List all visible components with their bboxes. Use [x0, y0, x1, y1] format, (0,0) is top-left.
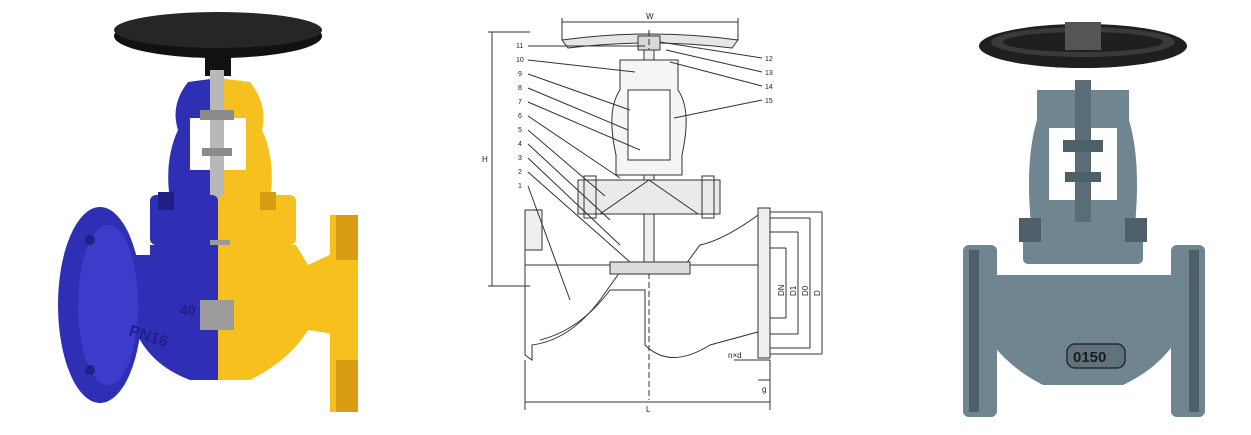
part-number: 2 [518, 169, 522, 176]
outlet-flange [1171, 245, 1205, 417]
cross-section-svg: W H L g n×d DN D1 D0 D 11 10 9 8 7 6 5 4… [482, 12, 823, 414]
part-number: 9 [518, 71, 522, 78]
dim-w-label: W [646, 12, 654, 21]
inlet-flange [963, 245, 997, 417]
dim-dn-label: DN [777, 284, 786, 296]
part-number: 8 [518, 85, 522, 92]
dim-d1-label: D1 [789, 285, 798, 296]
handwheel-icon [114, 12, 322, 76]
part-number: 11 [516, 43, 523, 50]
part-number: 5 [518, 127, 522, 134]
bolt-note-label: n×d [728, 351, 742, 360]
grey-valve-image: 0150 [945, 0, 1215, 435]
part-number: 14 [765, 84, 773, 91]
dim-h-label: H [482, 155, 488, 164]
part-number: 4 [518, 141, 522, 148]
bonnet-cast-text: 40 [180, 302, 196, 318]
body-cast-text: 0150 [1073, 349, 1106, 366]
grey-valve-drawing: 0150 [963, 22, 1205, 417]
part-number: 6 [518, 113, 522, 120]
dim-d0-label: D0 [801, 285, 810, 296]
dim-d-label: D [813, 290, 822, 296]
valve-body [993, 275, 1173, 385]
dim-l-label: L [646, 405, 651, 414]
cross-section-drawing: W H L g n×d DN D1 D0 D 11 10 9 8 7 6 5 4… [470, 0, 860, 435]
cutaway-valve-drawing: PN16 40 [58, 12, 358, 412]
handwheel-icon [979, 22, 1187, 68]
part-number: 7 [518, 99, 522, 106]
part-number: 12 [765, 56, 773, 63]
part-number: 1 [518, 183, 522, 190]
part-number: 15 [765, 98, 773, 105]
part-number: 3 [518, 155, 522, 162]
part-number: 13 [765, 70, 773, 77]
dim-g-label: g [762, 385, 766, 394]
part-number: 10 [516, 57, 524, 64]
cutaway-valve-image: PN16 40 [40, 0, 380, 435]
body-yellow-half [218, 245, 340, 380]
